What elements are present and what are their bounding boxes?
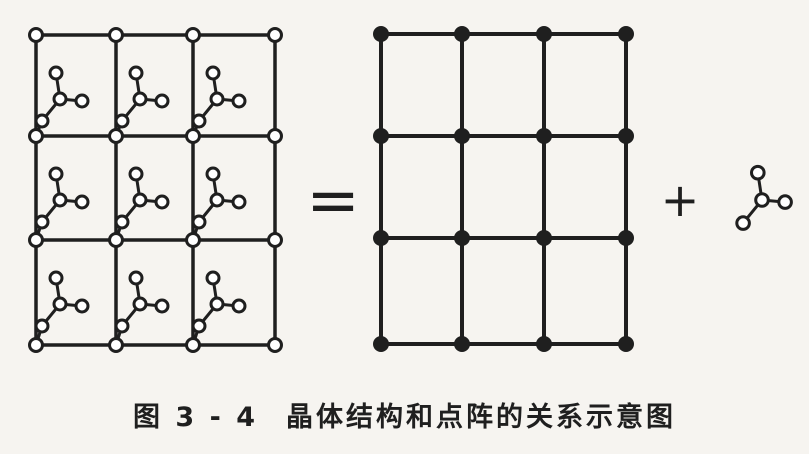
lattice-point — [536, 336, 552, 352]
lattice-node — [28, 128, 44, 144]
basis-motif-in-cell — [34, 166, 90, 230]
basis-atom — [74, 93, 90, 109]
basis-motif-in-cell — [34, 65, 90, 129]
equals-sign: = — [306, 164, 360, 238]
lattice-node — [267, 232, 283, 248]
lattice-node — [267, 27, 283, 43]
lattice-point — [618, 26, 634, 42]
basis-atom — [777, 194, 793, 210]
lattice-node — [185, 232, 201, 248]
lattice-node — [108, 128, 124, 144]
basis-atom — [48, 65, 64, 81]
lattice-point — [454, 128, 470, 144]
basis-atom — [209, 91, 225, 107]
lattice-point — [373, 128, 389, 144]
basis-atom — [34, 214, 50, 230]
lattice-node — [108, 27, 124, 43]
lattice-node — [108, 232, 124, 248]
lattice-node — [185, 128, 201, 144]
basis-atom — [205, 270, 221, 286]
basis-atom — [209, 296, 225, 312]
basis-motif-in-cell — [191, 65, 247, 129]
basis-atom — [209, 192, 225, 208]
basis-atom — [132, 296, 148, 312]
basis-atom — [750, 164, 766, 181]
lattice-point — [618, 230, 634, 246]
lattice-node — [185, 27, 201, 43]
basis-atom — [154, 93, 170, 109]
basis-atom — [132, 192, 148, 208]
basis-atom — [52, 296, 68, 312]
basis-atom — [154, 194, 170, 210]
lattice-node — [28, 27, 44, 43]
basis-cluster — [735, 164, 793, 231]
lattice-node — [28, 232, 44, 248]
basis-atom — [48, 166, 64, 182]
lattice-point — [373, 336, 389, 352]
basis-atom — [231, 93, 247, 109]
basis-atom — [74, 298, 90, 314]
basis-atom — [132, 91, 148, 107]
basis-atom — [191, 113, 207, 129]
basis-atom — [735, 215, 751, 231]
basis-atom — [205, 166, 221, 182]
plus-sign: + — [661, 173, 700, 227]
lattice-node — [28, 337, 44, 353]
lattice-point — [618, 336, 634, 352]
basis-atom — [34, 318, 50, 334]
figure-caption: 图 3 - 4 晶体结构和点阵的关系示意图 — [0, 398, 809, 438]
basis-atom — [205, 65, 221, 81]
basis-motif-in-cell — [114, 166, 170, 230]
figure-number: 图 3 - 4 — [133, 402, 258, 433]
lattice-point — [454, 230, 470, 246]
lattice-point — [536, 230, 552, 246]
crystal-structure — [28, 27, 283, 353]
lattice-node — [185, 337, 201, 353]
basis-motif — [735, 164, 793, 231]
basis-motif-in-cell — [191, 270, 247, 334]
basis-atom — [114, 214, 130, 230]
lattice-point — [618, 128, 634, 144]
lattice-point — [536, 128, 552, 144]
point-lattice — [373, 26, 634, 352]
basis-atom — [114, 113, 130, 129]
basis-atom — [128, 270, 144, 286]
basis-atom — [74, 194, 90, 210]
basis-atom — [191, 214, 207, 230]
basis-atom — [154, 298, 170, 314]
basis-motif-in-cell — [114, 65, 170, 129]
lattice-node — [108, 337, 124, 353]
lattice-point — [454, 336, 470, 352]
lattice-node — [267, 337, 283, 353]
lattice-point — [454, 26, 470, 42]
basis-atom — [34, 113, 50, 129]
basis-atom — [48, 270, 64, 286]
lattice-point — [373, 230, 389, 246]
figure-title: 晶体结构和点阵的关系示意图 — [285, 402, 676, 433]
basis-motif-in-cell — [114, 270, 170, 334]
basis-atom — [52, 192, 68, 208]
basis-atom — [191, 318, 207, 334]
basis-atom — [754, 192, 770, 208]
lattice-node — [267, 128, 283, 144]
basis-atom — [114, 318, 130, 334]
basis-motif-in-cell — [34, 270, 90, 334]
basis-motif-in-cell — [191, 166, 247, 230]
lattice-point — [373, 26, 389, 42]
basis-atom — [52, 91, 68, 107]
basis-atom — [231, 194, 247, 210]
basis-atom — [128, 166, 144, 182]
basis-atom — [231, 298, 247, 314]
basis-atom — [128, 65, 144, 81]
lattice-point — [536, 26, 552, 42]
